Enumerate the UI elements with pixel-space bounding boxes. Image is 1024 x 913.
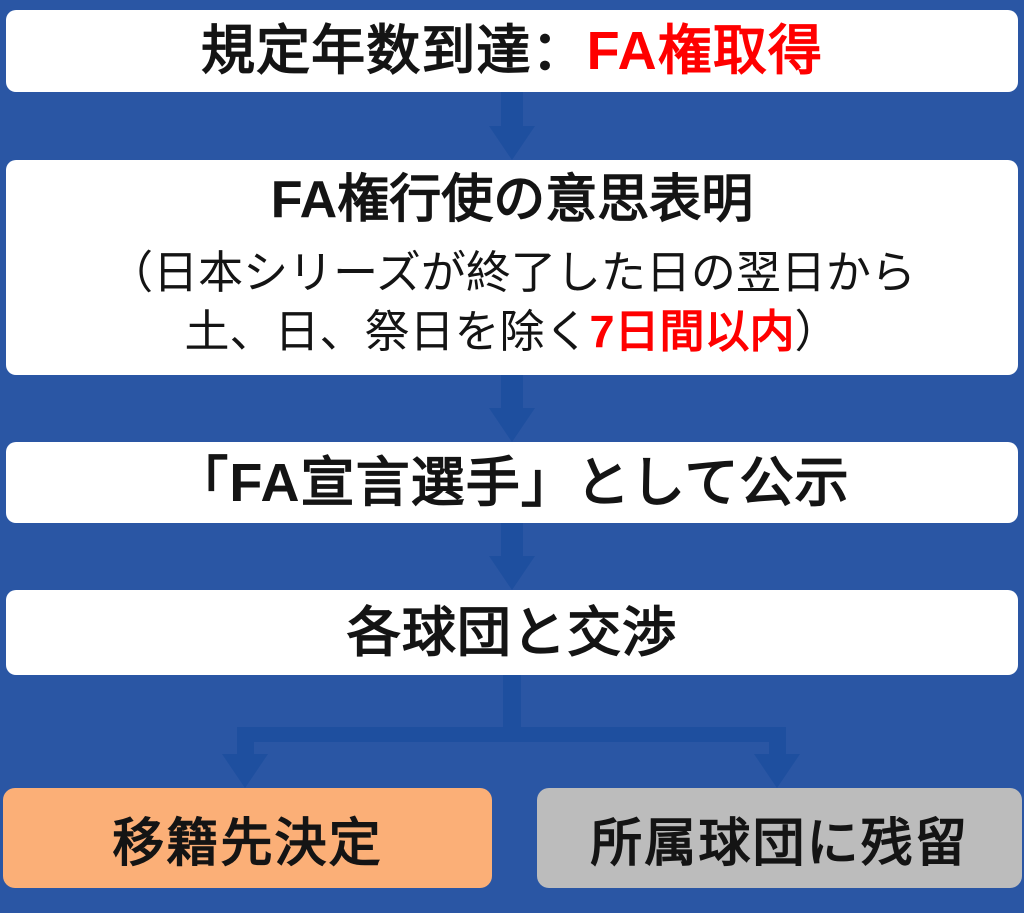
outcome-transfer-box: 移籍先決定 (3, 788, 492, 888)
step-fa-acquired-text-black: 規定年数到達： (201, 21, 587, 81)
step-announcement-box: 「FA宣言選手」として公示 (6, 442, 1018, 523)
step-fa-acquired-text-red: FA権取得 (586, 21, 823, 81)
branch-left-arrowhead-icon (222, 754, 268, 788)
step-declare-intent-note: （日本シリーズが終了した日の翌日から土、日、祭日を除く7日間以内） (108, 244, 916, 361)
step-announcement-label: 「FA宣言選手」として公示 (174, 452, 850, 513)
note-line2-red: 7日間以内 (589, 305, 795, 357)
branch-connector-bar (237, 727, 786, 742)
down-arrow-3-stem (501, 523, 523, 556)
step-declare-intent-title: FA権行使の意思表明 (270, 171, 754, 229)
down-arrow-2-head-icon (489, 408, 535, 442)
outcome-transfer-label: 移籍先決定 (112, 814, 383, 873)
branch-connector-right-stem (769, 740, 786, 756)
down-arrow-1-head-icon (489, 126, 535, 160)
step-fa-acquired-label: 規定年数到達：FA権取得 (201, 24, 823, 78)
down-arrow-2-stem (501, 375, 523, 408)
down-arrow-2 (489, 375, 535, 442)
step-negotiation-label: 各球団と交渉 (346, 602, 678, 663)
down-arrow-3-head-icon (489, 556, 535, 590)
step-fa-acquired-box: 規定年数到達：FA権取得 (6, 10, 1018, 92)
step-negotiation-box: 各球団と交渉 (6, 590, 1018, 675)
note-line2-post: ） (794, 305, 840, 357)
outcome-stay-box: 所属球団に残留 (537, 788, 1022, 888)
branch-right-arrowhead-icon (754, 754, 800, 788)
down-arrow-1-stem (501, 92, 523, 126)
note-line1: （日本シリーズが終了した日の翌日から (108, 247, 916, 298)
down-arrow-1 (489, 92, 535, 160)
step-declare-intent-box: FA権行使の意思表明 （日本シリーズが終了した日の翌日から土、日、祭日を除く7日… (6, 160, 1018, 375)
note-line2-pre: 土、日、祭日を除く (184, 305, 590, 357)
outcome-stay-label: 所属球団に残留 (590, 814, 969, 873)
down-arrow-3 (489, 523, 535, 590)
branch-connector-left-stem (237, 740, 254, 756)
branch-connector-center-stem (503, 675, 521, 732)
